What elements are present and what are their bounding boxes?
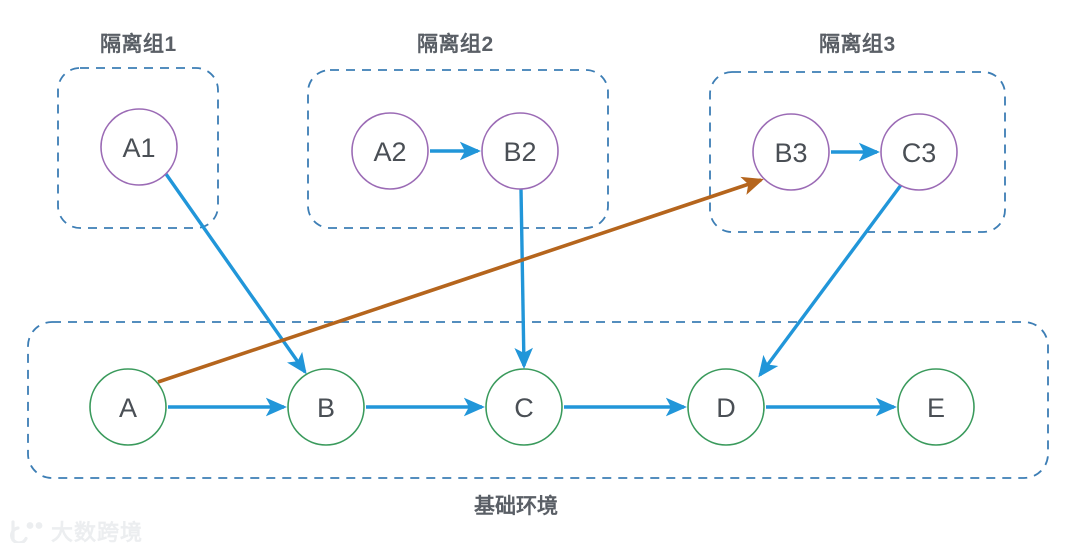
base-environment-title: 基础环境 <box>474 495 558 518</box>
group-title-1: 隔离组1 <box>100 33 177 56</box>
group-box-3[interactable] <box>709 71 1006 233</box>
base-node-circle <box>897 368 975 446</box>
node-C3[interactable]: C3 <box>880 113 958 191</box>
edge-A-to-B3[interactable] <box>157 176 764 384</box>
node-B3[interactable]: B3 <box>752 113 830 191</box>
node-label: B <box>317 393 335 423</box>
node-label: B2 <box>503 137 536 167</box>
edge-A1-to-B[interactable] <box>164 173 307 375</box>
isolated-node-circle <box>880 113 958 191</box>
group-title-2: 隔离组2 <box>417 33 494 56</box>
node-label: C <box>514 393 534 423</box>
node-B[interactable]: B <box>287 368 365 446</box>
isolated-node-circle <box>351 112 429 190</box>
node-C[interactable]: C <box>485 368 563 446</box>
node-E[interactable]: E <box>897 368 975 446</box>
base-node-circle <box>485 368 563 446</box>
node-label: A2 <box>373 137 406 167</box>
node-label: A1 <box>122 133 155 163</box>
node-D[interactable]: D <box>687 368 765 446</box>
base-environment-box[interactable] <box>27 321 1049 479</box>
isolated-node-circle <box>481 112 559 190</box>
node-B2[interactable]: B2 <box>481 112 559 190</box>
group-title-3: 隔离组3 <box>819 33 896 56</box>
base-node-circle <box>89 368 167 446</box>
isolated-node-circle <box>752 113 830 191</box>
node-A2[interactable]: A2 <box>351 112 429 190</box>
node-A1[interactable]: A1 <box>100 108 178 186</box>
node-label: D <box>716 393 736 423</box>
node-label: B3 <box>774 138 807 168</box>
edge-B2-to-C[interactable] <box>514 188 533 369</box>
group-box-2[interactable] <box>307 69 609 229</box>
base-node-circle <box>687 368 765 446</box>
node-label: A <box>119 393 137 423</box>
edge-C3-to-D[interactable] <box>758 183 903 378</box>
node-A[interactable]: A <box>89 368 167 446</box>
isolated-node-circle <box>100 108 178 186</box>
base-node-circle <box>287 368 365 446</box>
node-label: E <box>927 393 945 423</box>
group-box-1[interactable] <box>57 67 219 229</box>
node-label: C3 <box>902 138 937 168</box>
